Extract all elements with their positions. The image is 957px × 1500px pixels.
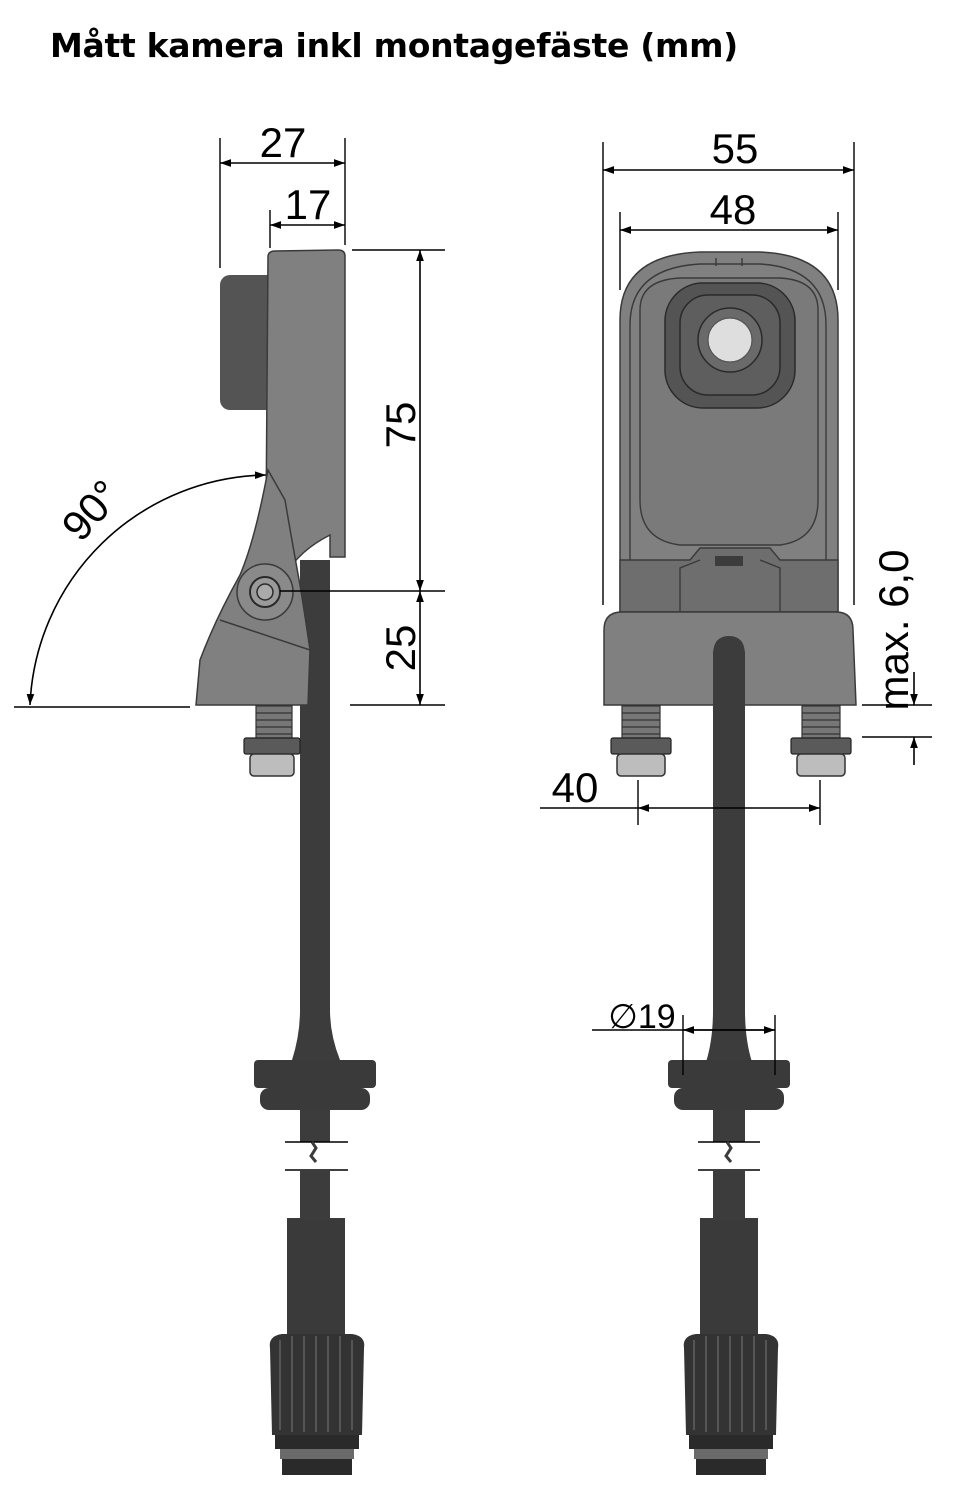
front-bolt-right [790, 705, 852, 777]
dim-max-thickness: max. 6,0 [870, 549, 917, 710]
lens-icon [664, 282, 796, 409]
front-cable-break [698, 1141, 760, 1220]
front-view: 55 48 max. 6,0 40 ∅19 [540, 125, 932, 1475]
dim-angle: 90° [53, 471, 130, 550]
side-cable-break [285, 1141, 348, 1220]
side-grommet [254, 1060, 376, 1110]
dim-side-head-width: 17 [285, 181, 332, 228]
side-mount-plate [220, 275, 278, 410]
front-connector [683, 1334, 779, 1475]
dim-side-total-width: 27 [260, 119, 307, 166]
dim-bolt-spacing: 40 [552, 764, 599, 811]
front-grommet [668, 1060, 790, 1110]
dim-front-head-width: 48 [710, 186, 757, 233]
side-bolt [243, 705, 301, 777]
side-dimension-lines [14, 138, 445, 708]
side-camera-head [265, 249, 346, 577]
dim-cable-diameter: ∅19 [608, 998, 675, 1036]
page-title: Mått kamera inkl montagefäste (mm) [50, 26, 738, 65]
front-dimension-lines [540, 142, 932, 1075]
side-view: 27 17 75 25 90° [14, 119, 445, 1475]
front-cable [700, 636, 758, 1338]
dim-front-total-width: 55 [712, 125, 759, 172]
side-pivot [236, 563, 294, 621]
side-connector [269, 1334, 365, 1475]
dim-side-lower-height: 25 [377, 625, 424, 672]
dim-side-upper-height: 75 [377, 402, 424, 449]
front-bolt-left [610, 705, 672, 777]
